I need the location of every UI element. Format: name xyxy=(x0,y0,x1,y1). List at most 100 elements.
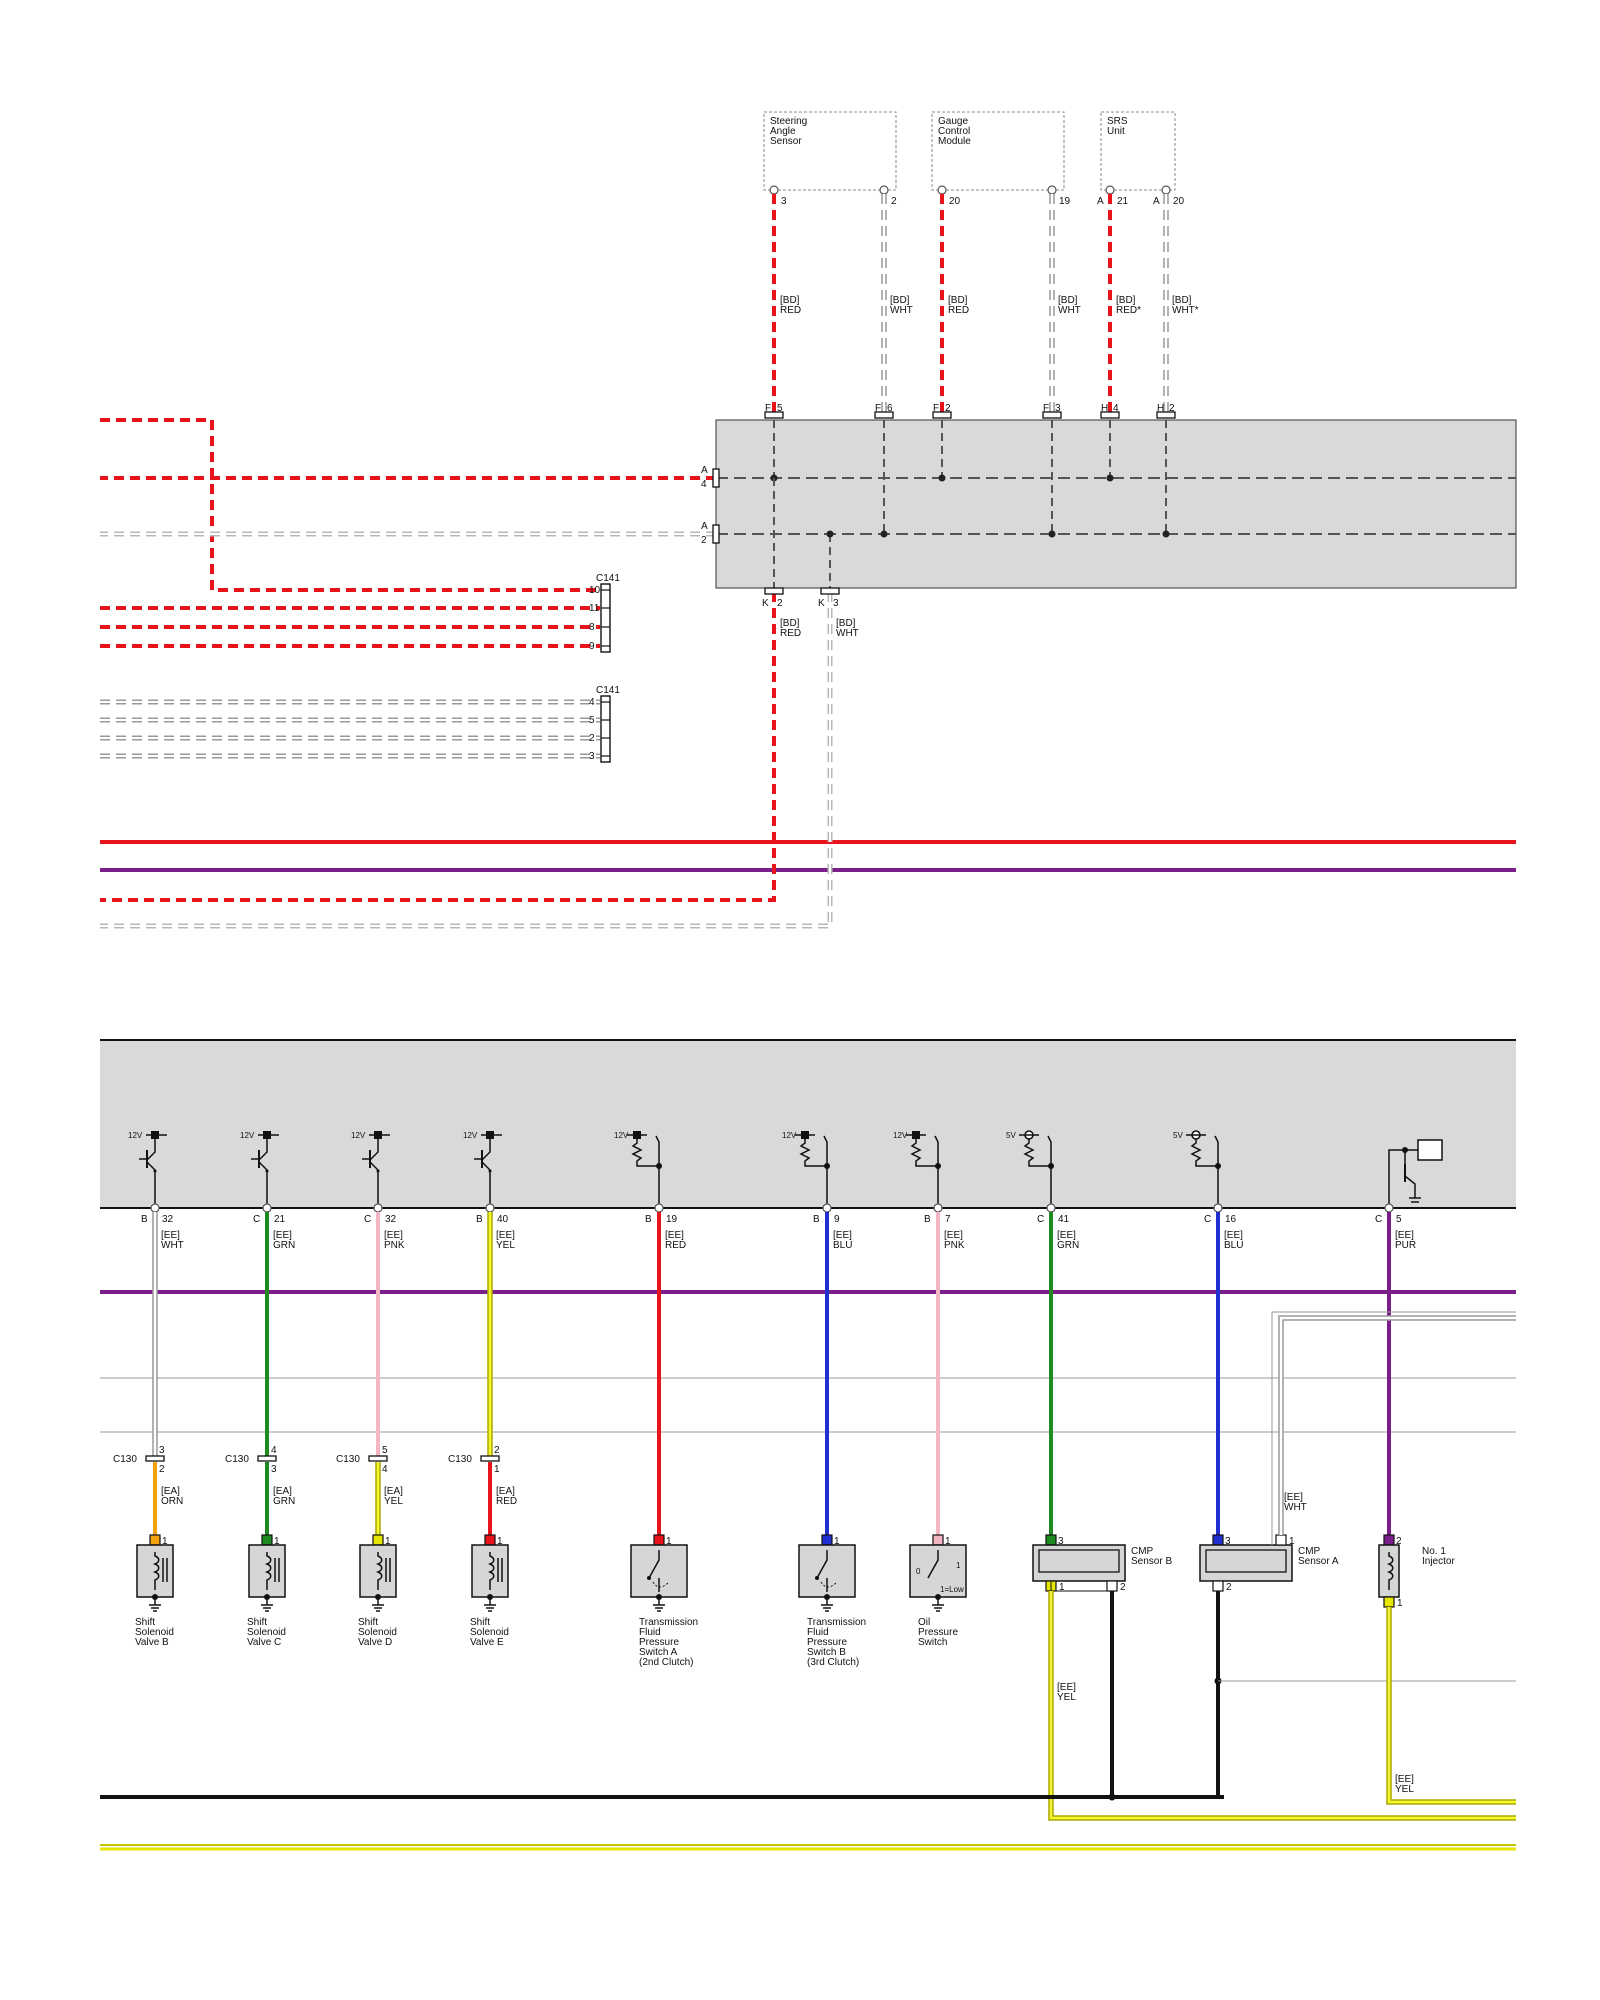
c141-pin-number: 10 xyxy=(589,585,601,596)
c141-pin-number: 8 xyxy=(589,622,595,633)
supply-label: 12V xyxy=(614,1131,629,1140)
component-pin-terminal xyxy=(653,1534,665,1546)
component-pin-number: 1 xyxy=(945,1536,951,1547)
injector-pin-1-number: 1 xyxy=(1397,1598,1403,1609)
emitter-arrow xyxy=(488,1169,492,1173)
switch-pivot xyxy=(815,1576,819,1580)
pullup-resistor xyxy=(799,1139,827,1167)
splice-dot xyxy=(1106,474,1114,482)
c130-terminal xyxy=(145,1455,165,1462)
connector-letter: A xyxy=(701,465,708,476)
transistor-collector xyxy=(369,1139,379,1161)
ecm-pin-number: 32 xyxy=(385,1214,397,1225)
component-pin-terminal xyxy=(484,1534,496,1546)
supply-label: 12V xyxy=(782,1131,797,1140)
wire-code-label: [BD]WHT xyxy=(890,295,913,316)
ecm-pin-terminal xyxy=(933,1203,943,1213)
driver-box xyxy=(1417,1139,1443,1161)
wire-code-label: [EA]YEL xyxy=(384,1486,403,1507)
wire-code-label: [EE]WHT xyxy=(161,1230,184,1251)
wire-code-label: [BD]WHT xyxy=(1058,295,1081,316)
supply-label: 5V xyxy=(1006,1131,1016,1140)
ecm-pin-terminal xyxy=(485,1203,495,1213)
c130-pin-lower: 1 xyxy=(494,1464,500,1475)
sensor-inner xyxy=(1205,1549,1287,1573)
component-pin-number: 2 xyxy=(1396,1536,1402,1547)
c130-pin-lower: 3 xyxy=(271,1464,277,1475)
c141-white-wires xyxy=(100,699,600,759)
component-pin-number: 1 xyxy=(666,1536,672,1547)
wire-code-label: [BD]RED xyxy=(948,295,969,316)
wire-code-label: [BD]RED xyxy=(780,618,801,639)
connector-terminal xyxy=(764,411,784,419)
k3-white-wire xyxy=(100,592,833,929)
cmp-a-wht-wire xyxy=(1278,1315,1516,1535)
connector-pin: 3 xyxy=(1055,403,1061,414)
wire-code-label: [EE]YEL xyxy=(1057,1682,1076,1703)
connector-pin: 2 xyxy=(945,403,951,414)
pin-terminal xyxy=(879,185,889,195)
splice-dot xyxy=(1162,530,1170,538)
junction-box xyxy=(715,419,1517,589)
connector-letter: F xyxy=(765,403,771,414)
supply-label: 12V xyxy=(463,1131,478,1140)
pin-prefix: A xyxy=(1097,196,1104,207)
pin-number: 2 xyxy=(891,196,897,207)
pin-terminal xyxy=(937,185,947,195)
component-pin-terminal xyxy=(1383,1534,1395,1546)
connector-letter: K xyxy=(762,598,769,609)
pin-number: 21 xyxy=(1117,196,1129,207)
wire-code-label: [EE]GRN xyxy=(1057,1230,1079,1251)
coil-symbol xyxy=(152,1552,160,1590)
ecm-connector-letter: C xyxy=(1037,1214,1044,1225)
connector-letter: H xyxy=(1101,403,1108,414)
splice-dot xyxy=(1402,1147,1408,1153)
connector-letter: F xyxy=(1043,403,1049,414)
gauge-control-module xyxy=(931,111,1065,191)
component-pin-terminal xyxy=(1212,1534,1224,1546)
connector-letter: F xyxy=(933,403,939,414)
pin-number: 3 xyxy=(781,196,787,207)
sense-line xyxy=(934,1135,939,1208)
ecm-pin-number: 41 xyxy=(1058,1214,1070,1225)
connector-pin: 2 xyxy=(1169,403,1175,414)
coil-symbol xyxy=(487,1552,495,1590)
component-pin-terminal xyxy=(372,1534,384,1546)
supply-label: 12V xyxy=(893,1131,908,1140)
component-pin-number: 3 xyxy=(1225,1536,1231,1547)
c141-pin-number: 11 xyxy=(589,603,600,614)
c130-terminal xyxy=(257,1455,277,1462)
driver-line xyxy=(1388,1149,1406,1208)
pin-terminal xyxy=(1047,185,1057,195)
steering-angle-sensor xyxy=(763,111,897,191)
ecm-connector-letter: C xyxy=(1204,1214,1211,1225)
sensor-inner xyxy=(1038,1549,1120,1573)
wire-code-label: [EE]GRN xyxy=(273,1230,295,1251)
switch-contact xyxy=(816,1550,828,1579)
ecm-pin-number: 21 xyxy=(274,1214,286,1225)
left-terminal xyxy=(712,524,720,544)
wire-code-label: [BD]RED xyxy=(780,295,801,316)
pressure-dome xyxy=(652,1581,670,1588)
c130-pin-lower: 4 xyxy=(382,1464,388,1475)
cmp-b-pin-1-number: 1 xyxy=(1059,1582,1065,1593)
ecm-pin-terminal xyxy=(1384,1203,1394,1213)
ecm-pin-number: 32 xyxy=(162,1214,174,1225)
connector-pin: 4 xyxy=(701,479,707,490)
c141-pin-number: 3 xyxy=(589,751,595,762)
component-pin-terminal xyxy=(1045,1534,1057,1546)
ecm-connector-letter: C xyxy=(364,1214,371,1225)
ecm-pin-number: 16 xyxy=(1225,1214,1237,1225)
cmp-a-pin-1-number: 1 xyxy=(1289,1536,1295,1547)
